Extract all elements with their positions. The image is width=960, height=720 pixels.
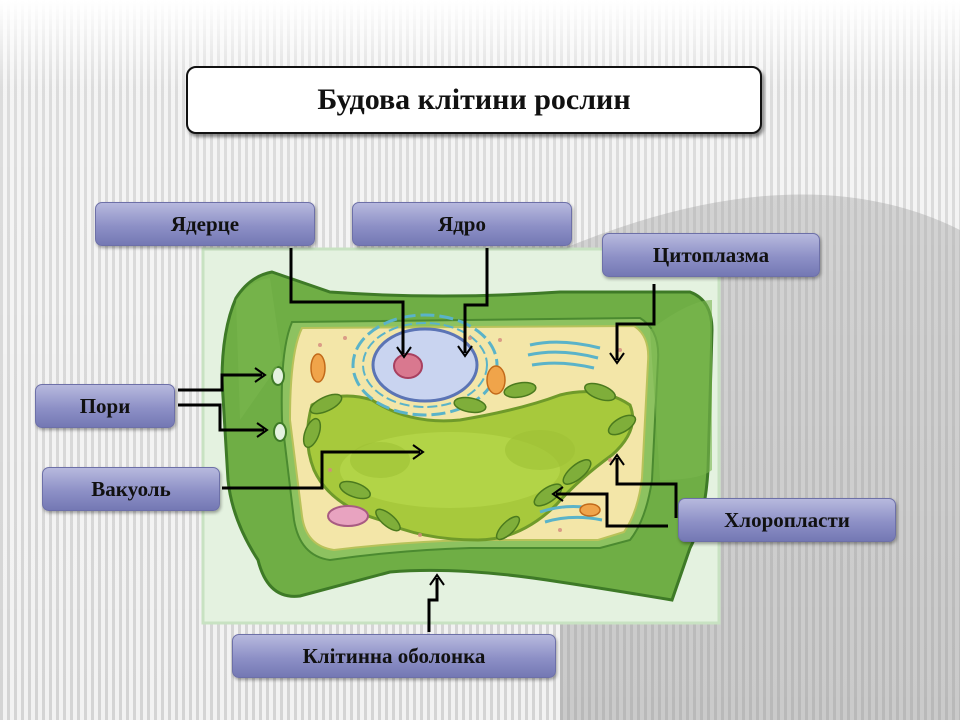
chloroplast [533, 483, 563, 507]
chloroplast [339, 480, 371, 500]
golgi-body [327, 505, 369, 527]
label-pores: Пори [35, 384, 175, 428]
label-chloroplasts: Хлоропласти [678, 498, 896, 542]
chloroplast [375, 508, 401, 532]
chloroplast [503, 381, 537, 399]
pore [271, 366, 285, 386]
nucleolus-leader [289, 248, 405, 354]
leader-lines [178, 248, 678, 632]
nucleolus [393, 353, 423, 379]
nucleus [371, 327, 479, 403]
neighbour-cell [236, 278, 282, 420]
label-cytoplasm: Цитоплазма [602, 233, 820, 277]
chloroplast [453, 396, 487, 414]
nucleus-leader [463, 248, 489, 353]
endoplasmic-reticulum [351, 313, 499, 417]
pores-leader-lower [178, 403, 264, 432]
label-nucleolus: Ядерце [95, 202, 315, 246]
pore [273, 422, 287, 442]
neighbour-cell [650, 300, 712, 480]
chloroplast [607, 414, 637, 436]
chloroplast [302, 417, 322, 449]
chloroplast [495, 515, 521, 541]
chloroplasts-group [302, 381, 637, 541]
golgi-apparatus [527, 340, 603, 524]
chloroplast [309, 393, 343, 415]
page-title: Будова клітини рослин [186, 66, 762, 134]
cytoplasm-leader [615, 284, 656, 360]
label-cell-wall: Клітинна оболонка [232, 634, 556, 678]
vacuole-leader [222, 450, 420, 490]
chloroplasts-leader-lower [556, 492, 668, 528]
mitochondrion [310, 353, 326, 383]
chloroplast [584, 382, 616, 402]
pores-leader-upper [178, 373, 262, 392]
chloroplast [562, 459, 592, 485]
label-vacuole: Вакуоль [42, 467, 220, 511]
chloroplasts-leader-upper [615, 458, 678, 518]
label-nucleus: Ядро [352, 202, 572, 246]
cell-wall-leader [427, 578, 439, 632]
